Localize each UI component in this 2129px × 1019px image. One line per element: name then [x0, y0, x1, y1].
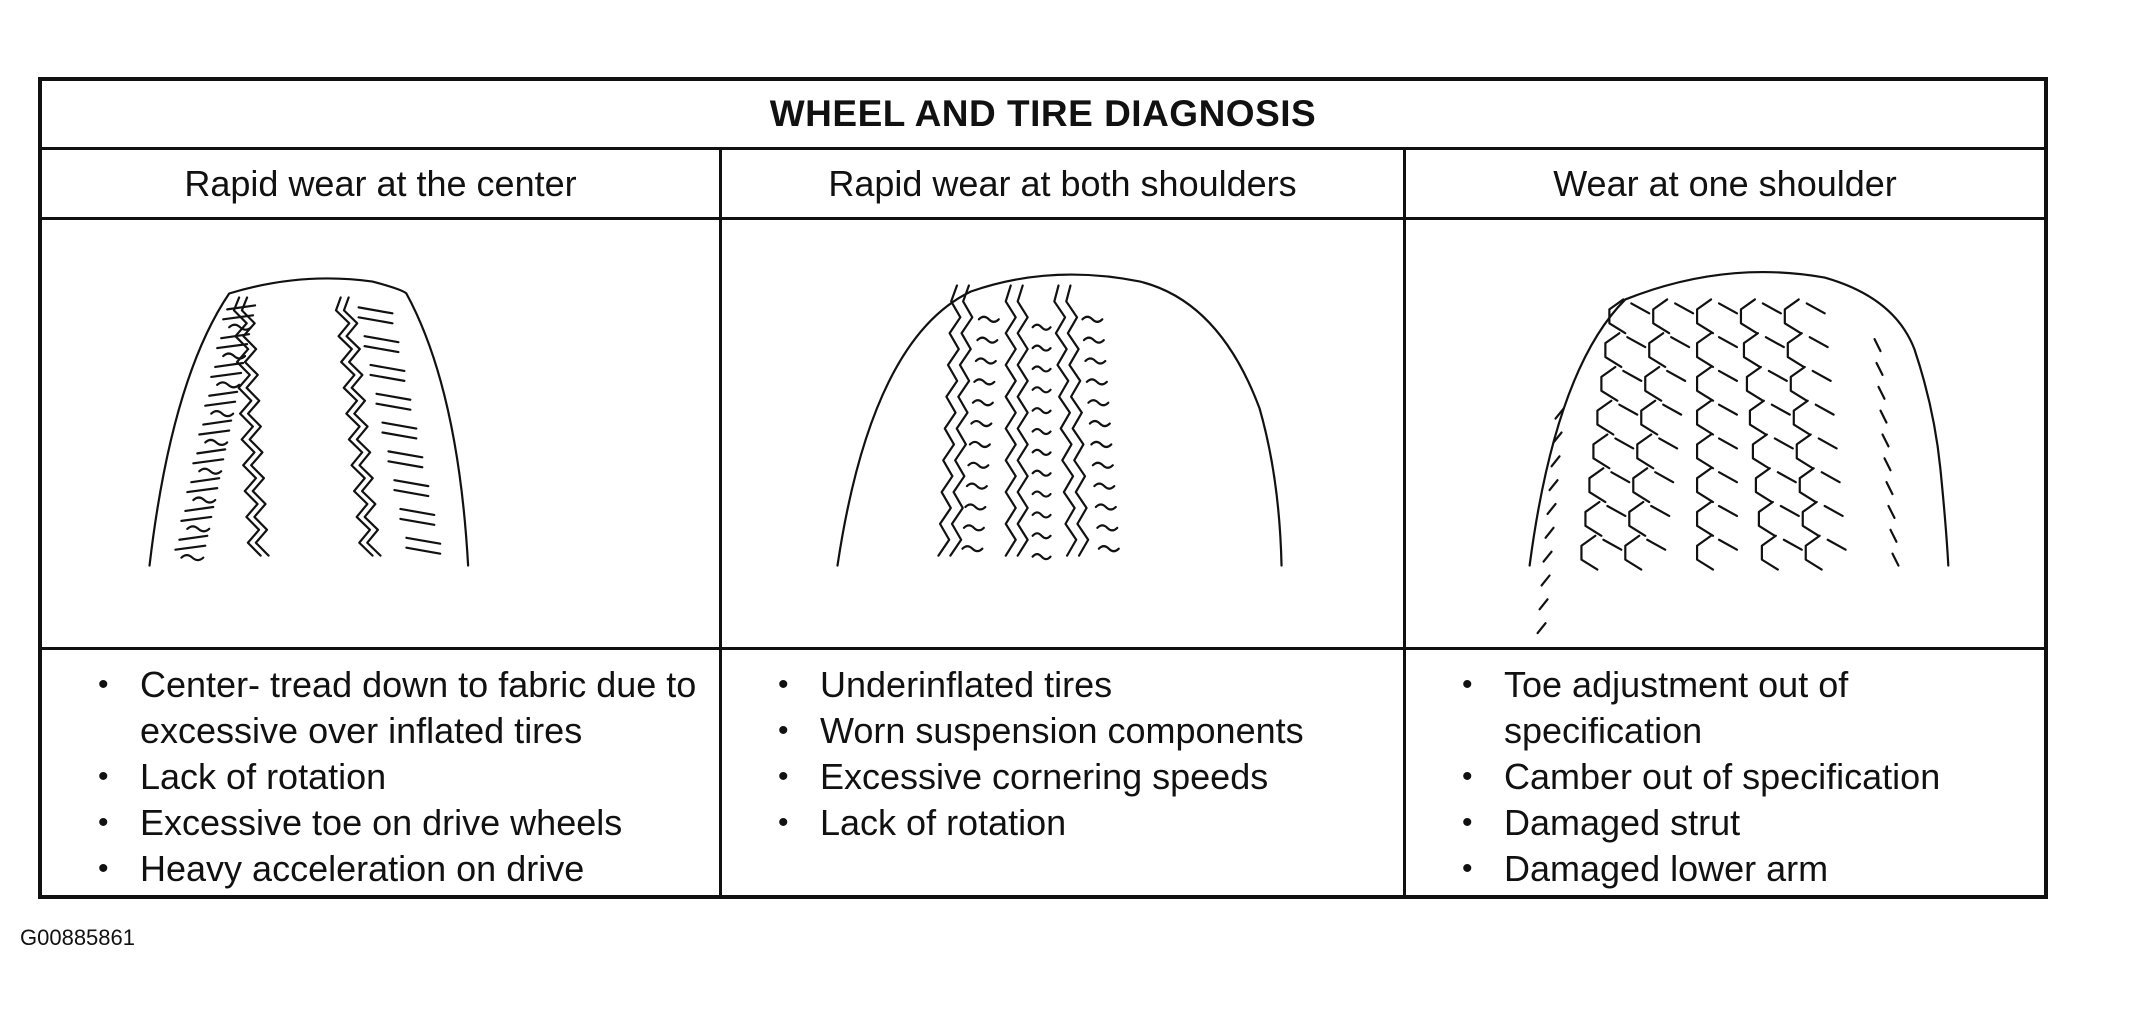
list-item: •Damaged strut [1462, 802, 1741, 843]
list-item: •Underinflated tires [778, 664, 1113, 705]
cause-list: •Toe adjustment out of specification •Ca… [1406, 650, 2044, 895]
cause-text: Lack of rotation [820, 802, 1067, 843]
cause-text: Damaged strut [1504, 802, 1741, 843]
cause-text: Lack of rotation [140, 756, 387, 797]
cause-text: Excessive cornering speeds [820, 756, 1269, 797]
list-item: •Toe adjustment out of specification [1462, 664, 1849, 751]
list-item: •Heavy acceleration on drive [98, 848, 585, 889]
cause-text: Heavy acceleration on drive [140, 848, 585, 889]
column-one-shoulder-wear: Wear at one shoulder •Toe adjustment out… [1406, 150, 2044, 895]
figure-id: G00885861 [20, 925, 135, 950]
list-item: •Excessive toe on drive wheels [98, 802, 623, 843]
cause-text: Center- tread down to fabric due to exce… [140, 664, 697, 751]
tire-diagnosis-table: WHEEL AND TIRE DIAGNOSIS Rapid wear at t… [38, 77, 2048, 899]
list-item: •Excessive cornering speeds [778, 756, 1269, 797]
list-item: •Worn suspension components [778, 710, 1304, 751]
table-title: WHEEL AND TIRE DIAGNOSIS [42, 81, 2044, 150]
column-heading: Rapid wear at both shoulders [722, 150, 1403, 220]
list-item: •Camber out of specification [1462, 756, 1941, 797]
column-heading: Wear at one shoulder [1406, 150, 2044, 220]
column-shoulder-wear: Rapid wear at both shoulders •Underinfla… [722, 150, 1406, 895]
cause-text: Camber out of specification [1504, 756, 1941, 797]
tire-one-shoulder-wear-icon [1406, 220, 2044, 650]
tire-shoulder-wear-icon [722, 220, 1403, 650]
list-item: •Damaged lower arm [1462, 848, 1829, 889]
cause-list: •Underinflated tires •Worn suspension co… [722, 650, 1403, 895]
cause-text: Damaged lower arm [1504, 848, 1829, 889]
list-item: •Center- tread down to fabric due to exc… [98, 664, 697, 751]
list-item: •Lack of rotation [778, 802, 1067, 843]
cause-text: Underinflated tires [820, 664, 1113, 705]
list-item: •Lack of rotation [98, 756, 387, 797]
cause-text: Excessive toe on drive wheels [140, 802, 623, 843]
column-center-wear: Rapid wear at the center •Center- tread … [42, 150, 722, 895]
cause-list: •Center- tread down to fabric due to exc… [42, 650, 719, 895]
tire-center-wear-icon [42, 220, 719, 650]
cause-text: Toe adjustment out of specification [1504, 664, 1849, 751]
cause-text: Worn suspension components [820, 710, 1304, 751]
column-heading: Rapid wear at the center [42, 150, 719, 220]
